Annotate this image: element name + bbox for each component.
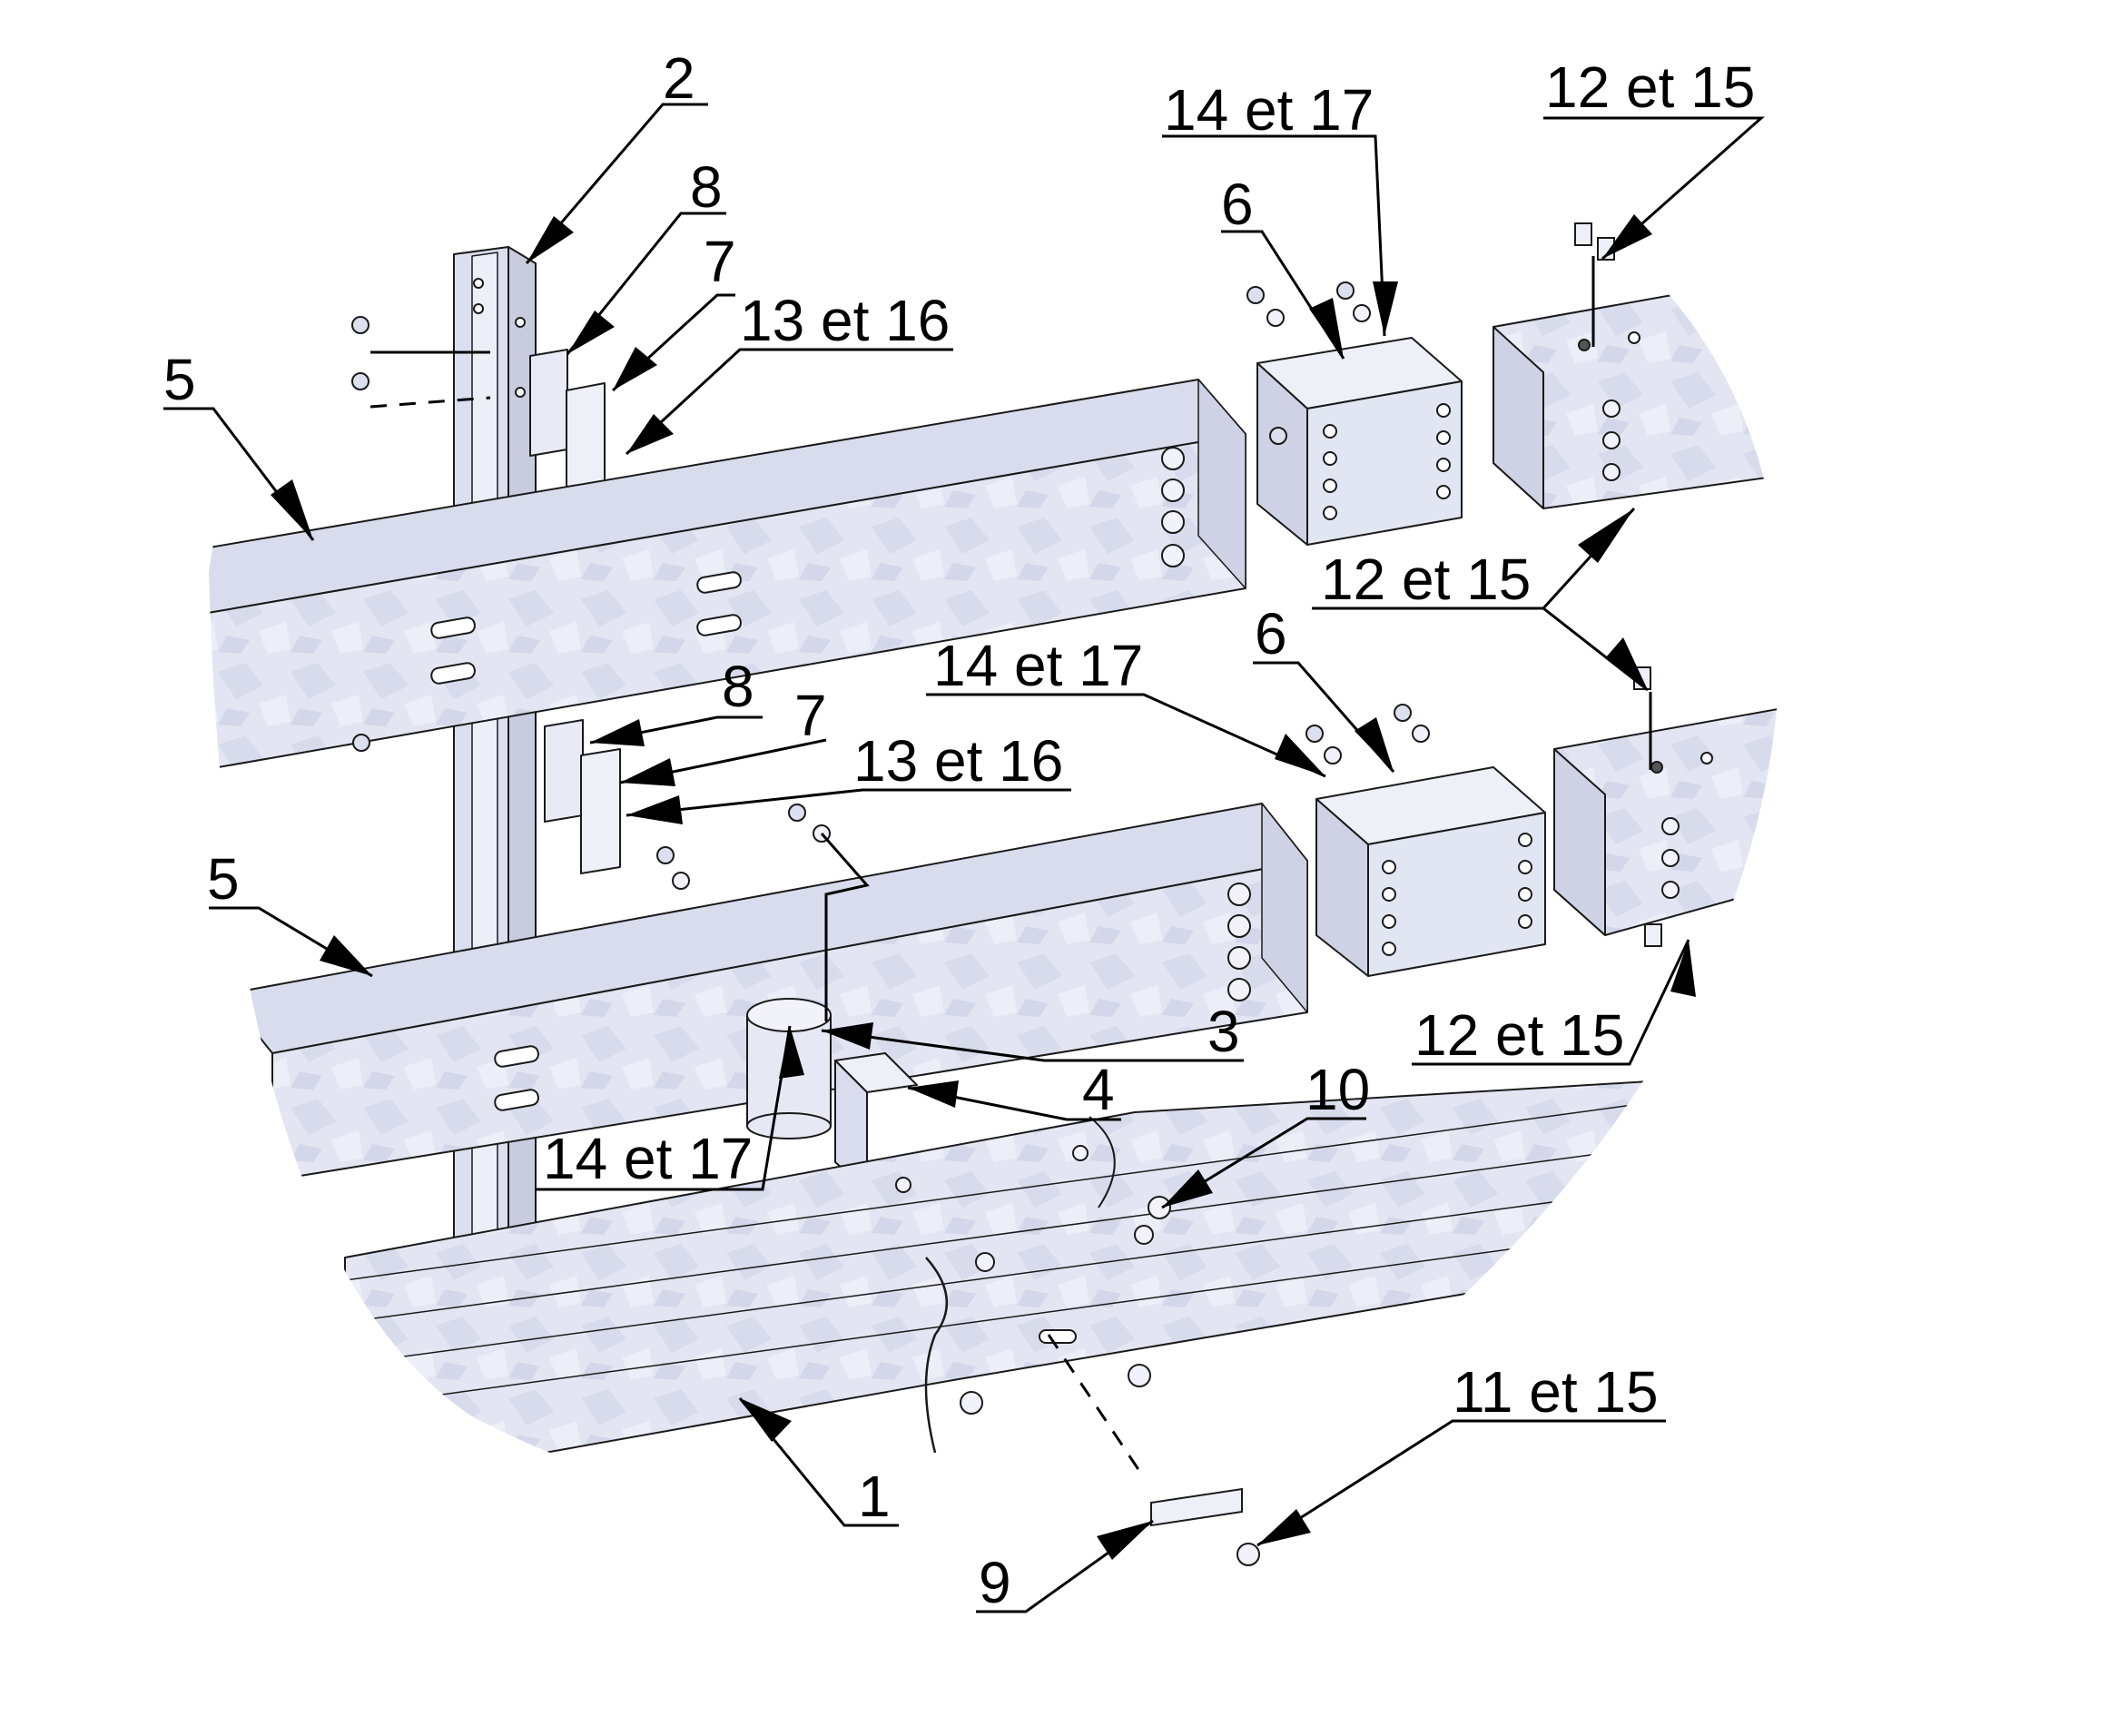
- callout-4: 4: [1082, 1057, 1115, 1122]
- w-beam-rail-1: [344, 1070, 1781, 1454]
- callout-7-upper: 7: [704, 229, 736, 294]
- callout-11-15: 11 et 15: [1453, 1359, 1659, 1425]
- assembly-view: [209, 246, 1781, 1454]
- callout-14-17-lower: 14 et 17: [543, 1126, 753, 1191]
- callout-8-lower: 8: [722, 654, 754, 719]
- callout-12-15-lower: 12 et 15: [1414, 1002, 1624, 1068]
- callout-13-16-lower: 13 et 16: [853, 728, 1063, 794]
- callout-7-lower: 7: [794, 683, 827, 748]
- callout-14-17-top: 14 et 17: [1164, 77, 1374, 143]
- beam-right-upper: [1493, 290, 1781, 509]
- callout-12-15-middle: 12 et 15: [1321, 547, 1531, 612]
- spacer-plates-upper: [529, 349, 606, 498]
- callout-12-15-top: 12 et 15: [1545, 54, 1755, 120]
- assembly-guide-lines: [369, 256, 1652, 1472]
- callout-5-lower: 5: [207, 846, 240, 912]
- beam-5-upper: [209, 379, 1246, 773]
- callout-2: 2: [663, 45, 695, 111]
- arrowheads: [271, 214, 1696, 1560]
- connector-6-lower: [1315, 766, 1546, 977]
- callout-9: 9: [979, 1550, 1011, 1615]
- beam-right-lower: [1553, 698, 1781, 936]
- callout-5-upper: 5: [163, 347, 196, 412]
- connector-6-upper: [1256, 337, 1463, 546]
- callout-3: 3: [1207, 999, 1240, 1064]
- callout-8-upper: 8: [690, 154, 723, 220]
- callout-6-upper: 6: [1221, 172, 1254, 237]
- spacer-plates-lower: [544, 719, 621, 874]
- callout-1: 1: [858, 1464, 891, 1529]
- callout-labels: 2 8 7 13 et 16 5 14 et 17 6 12 et 15 12 …: [163, 45, 1755, 1615]
- callout-10: 10: [1305, 1057, 1370, 1122]
- callout-13-16-upper: 13 et 16: [740, 288, 950, 353]
- callout-6-lower: 6: [1255, 601, 1287, 666]
- callout-14-17-middle: 14 et 17: [933, 633, 1143, 698]
- bracket-4: [834, 1052, 918, 1190]
